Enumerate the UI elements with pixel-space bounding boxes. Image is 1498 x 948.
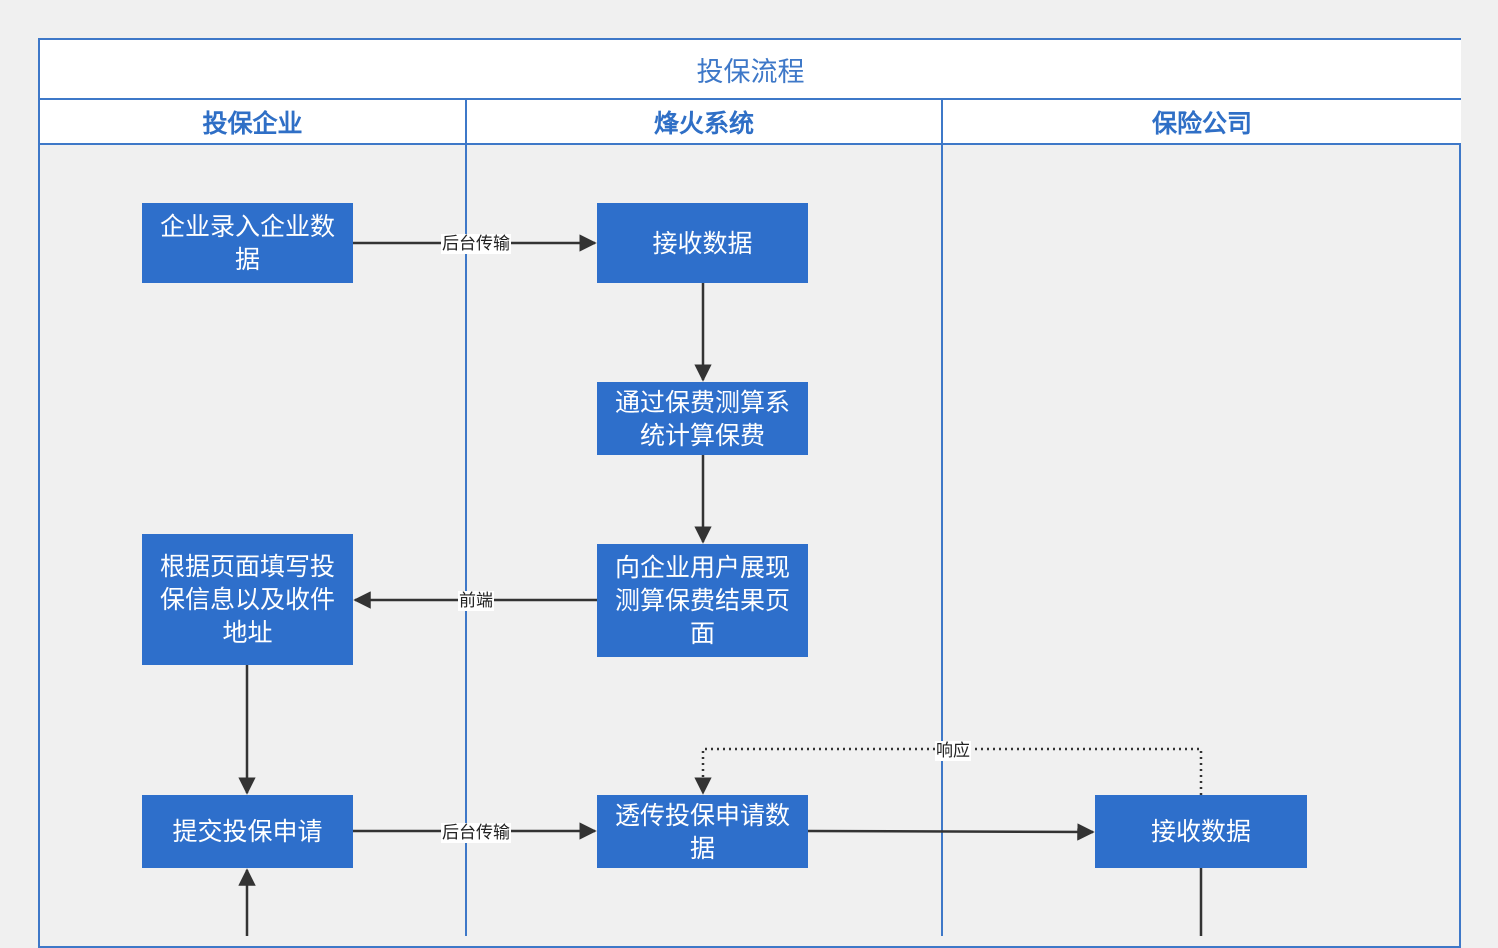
lane-header-enterprise: 投保企业 bbox=[40, 100, 465, 145]
diagram-title: 投保流程 bbox=[40, 40, 1461, 100]
node-fill-info: 根据页面填写投保信息以及收件地址 bbox=[142, 534, 353, 665]
node-calc-premium: 通过保费测算系统计算保费 bbox=[597, 382, 808, 455]
node-submit-application: 提交投保申请 bbox=[142, 795, 353, 868]
edge-label-backend-1: 后台传输 bbox=[441, 234, 511, 254]
lane-divider bbox=[941, 100, 943, 936]
node-forward-data: 透传投保申请数据 bbox=[597, 795, 808, 868]
edge-n7-n8 bbox=[807, 823, 1095, 841]
node-receive-data: 接收数据 bbox=[597, 203, 808, 283]
edge-label-response: 响应 bbox=[935, 741, 971, 761]
edge-label-backend-2: 后台传输 bbox=[441, 823, 511, 843]
node-enterprise-input: 企业录入企业数据 bbox=[142, 203, 353, 283]
node-show-result: 向企业用户展现测算保费结果页面 bbox=[597, 544, 808, 657]
node-insurer-receive: 接收数据 bbox=[1095, 795, 1307, 868]
lane-header-insurer: 保险公司 bbox=[943, 100, 1461, 145]
lane-divider bbox=[465, 100, 467, 936]
lane-header-system: 烽火系统 bbox=[467, 100, 941, 145]
edge-label-frontend: 前端 bbox=[458, 591, 494, 611]
